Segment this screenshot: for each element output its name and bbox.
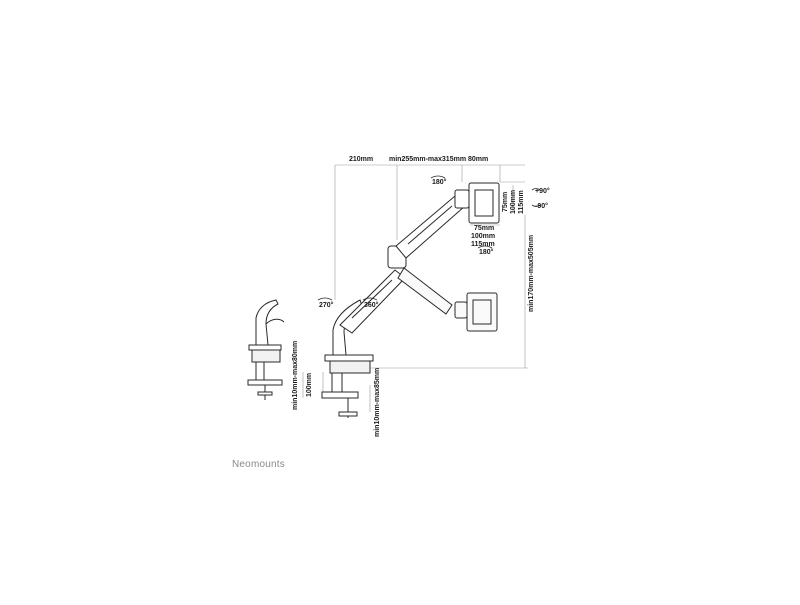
label-vesa-h2: 100mm: [471, 233, 496, 240]
vesa-plate-bottom-inner: [472, 299, 492, 325]
label-depth-base: 210mm: [349, 156, 374, 163]
clamp-knob: [338, 411, 358, 417]
curved-arrow-icon: [477, 245, 493, 249]
label-base-swivel: 270°: [319, 302, 334, 309]
label-vesa-h3: 115mm: [471, 241, 495, 248]
label-rotate-plus: +90°: [535, 188, 550, 195]
side-pole-curve: [265, 318, 285, 325]
vesa-plate-top: [468, 182, 500, 224]
side-base-plate: [248, 344, 282, 351]
brand-logo-text: Neomounts: [232, 459, 285, 470]
lower-arm-detail: [351, 279, 393, 319]
label-arm-swivel: 360°: [364, 302, 379, 309]
curved-arrow-icon: [430, 175, 446, 179]
clamp-plate: [321, 391, 359, 399]
label-rotate-minus: -90°: [535, 203, 548, 210]
label-head-tilt-bottom: 180°: [479, 249, 494, 256]
label-head-tilt-top: 180°: [432, 179, 447, 186]
label-clamp-range: min10mm-max80mm: [292, 340, 299, 410]
label-head-depth: 80mm: [468, 156, 489, 163]
label-vesa-v3: 115mm: [518, 190, 525, 214]
side-clamp-post: [255, 361, 265, 381]
ghost-arm: [397, 267, 453, 315]
side-knob: [257, 391, 273, 396]
curved-arrow-icon: [362, 297, 378, 301]
upper-arm-detail: [407, 205, 453, 245]
side-clamp-plate: [247, 379, 283, 386]
label-height-range: min170mm-max505mm: [528, 234, 535, 312]
curved-arrow-icon: [317, 297, 333, 301]
label-vesa-v1: 75mm: [502, 191, 509, 212]
vesa-plate-top-inner: [474, 189, 494, 217]
curved-arrow-icon: [531, 188, 541, 191]
dimension-guides: [302, 164, 528, 412]
vesa-plate-bottom: [466, 292, 498, 332]
clamp-post: [331, 372, 343, 394]
base-plate: [324, 354, 374, 362]
main-arm: [321, 182, 500, 418]
label-vesa-v2: 100mm: [510, 189, 517, 214]
label-vesa-h1: 75mm: [474, 225, 495, 232]
desk-edge: [329, 360, 371, 374]
tilt-head: [454, 189, 470, 209]
label-arm-reach: min255mm-max315mm: [389, 156, 467, 163]
curved-arrow-icons: [317, 175, 541, 301]
label-clamp-offset: 100mm: [306, 372, 313, 397]
side-desk: [251, 349, 281, 363]
ghost-head: [454, 301, 468, 319]
label-grommet-range: min10mm-max85mm: [374, 367, 381, 437]
curved-arrow-icon: [531, 204, 541, 207]
side-view-clamp: [247, 299, 285, 400]
